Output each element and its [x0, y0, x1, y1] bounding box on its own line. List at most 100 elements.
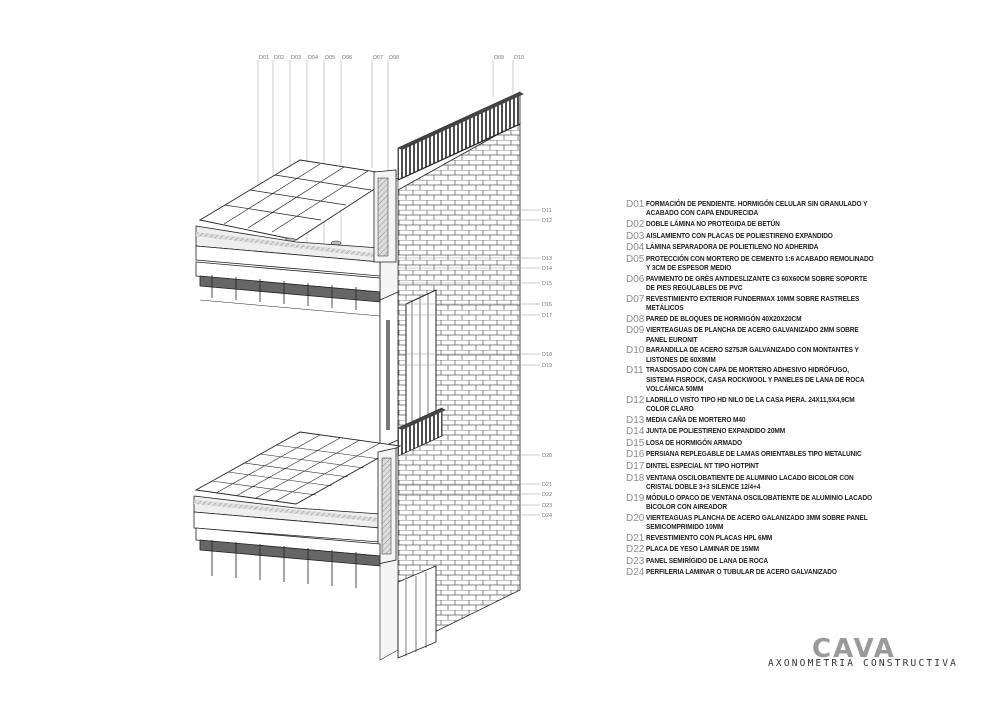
- legend-text: DINTEL ESPECIAL NT TIPO HOTPINT: [646, 461, 759, 470]
- lower-terrace: [193, 431, 402, 565]
- label-d20: D20: [542, 453, 552, 459]
- label-d21: D21: [542, 482, 552, 488]
- label-d04: D04: [308, 55, 318, 61]
- top-label-group: D01 D02 D03 D04 D05 D06 D07 D08 D09 D10: [259, 55, 524, 61]
- legend-code: D01: [626, 199, 645, 210]
- legend-code: D09: [626, 325, 645, 337]
- label-d24: D24: [542, 513, 552, 519]
- legend-code: D19: [626, 492, 645, 504]
- legend-text: PLACA DE YESO LAMINAR DE 15mm: [646, 545, 760, 554]
- label-d06: D06: [342, 55, 352, 61]
- legend-code: D06: [626, 273, 645, 285]
- label-d15: D15: [542, 281, 552, 287]
- label-d01: D01: [259, 55, 269, 61]
- label-d12: D12: [542, 218, 552, 224]
- legend-text: LÁMINA SEPARADORA DE POLIETILENO NO ADHE…: [646, 243, 819, 252]
- legend-text: JUNTA DE POLIESTIRENO EXPANDIDO 20mm: [646, 427, 786, 436]
- label-d03: D03: [291, 55, 301, 61]
- legend-code: D10: [626, 345, 645, 357]
- legend-text: PAVIMENTO DE GRÈS ANTIDESLIZANTE C3 60x6…: [646, 274, 868, 292]
- legend-code: D07: [626, 293, 645, 305]
- legend-code: D05: [626, 253, 645, 265]
- drawing-subtitle: AXONOMETRIA CONSTRUCTIVA: [768, 658, 959, 669]
- legend-text: PERSIANA REPLEGABLE DE LAMAS ORIENTABLES…: [646, 450, 862, 459]
- legend-code: D22: [626, 544, 645, 556]
- legend-code: D04: [626, 242, 645, 254]
- legend-text: VIERTEAGUAS PLANCHA DE ACERO GALANIZADO …: [646, 513, 868, 531]
- legend-text: VIERTEAGUAS DE PLANCHA DE ACERO GALVANIZ…: [646, 326, 859, 344]
- legend-code: D14: [626, 426, 645, 438]
- legend-code: D20: [626, 512, 645, 524]
- top-terrace: [195, 159, 398, 277]
- label-d14: D14: [542, 266, 552, 272]
- legend-code: D11: [626, 365, 644, 377]
- legend-text: DOBLE LÁMINA NO PROTEGIDA DE BETÚN: [646, 220, 780, 228]
- legend-code: D17: [626, 460, 645, 472]
- label-d05: D05: [325, 55, 335, 61]
- window-zone: [379, 289, 437, 449]
- brand-logo: CAVA: [812, 634, 896, 664]
- legend-code: D13: [626, 414, 645, 426]
- legend-text: PARED DE BLOQUES DE HORMIGÓN 40x20x20cm: [646, 314, 802, 323]
- legend-code: D08: [626, 313, 645, 325]
- top-ceiling-structure: [195, 261, 381, 317]
- legend-text: PERFILERIA LAMINAR O TUBULAR DE ACERO GA…: [646, 568, 837, 577]
- legend-code: D18: [626, 472, 645, 484]
- legend-text: MEDIA CAÑA DE MORTERO M40: [646, 415, 746, 424]
- legend-text: VENTANA OSCILOBATIENTE DE ALUMINIO LACAD…: [646, 473, 854, 491]
- legend-code: D15: [626, 437, 645, 449]
- legend-text: FORMACIÓN DE PENDIENTE. HORMIGÓN CELULAR…: [646, 200, 868, 218]
- side-leader-lines: [398, 209, 540, 516]
- label-d09: D09: [494, 55, 504, 61]
- legend-code: D21: [626, 532, 645, 544]
- label-d17: D17: [542, 313, 552, 319]
- legend-text: AISLAMIENTO CON PLACAS DE POLIESTIRENO E…: [646, 231, 833, 240]
- label-d18: D18: [542, 352, 552, 358]
- top-railing: [397, 91, 524, 181]
- lower-ceiling-structure: [195, 527, 381, 588]
- legend-code: D24: [626, 567, 645, 579]
- legend-text: PANEL SEMIRÍGIDO DE LANA DE ROCA: [646, 556, 769, 565]
- legend-code: D23: [626, 555, 645, 567]
- label-d23: D23: [542, 503, 552, 509]
- label-d11: D11: [542, 208, 552, 214]
- legend-code: D16: [626, 449, 645, 461]
- legend-text: TRASDOSADO CON CAPA DE MORTERO ADHESIVO …: [646, 366, 865, 393]
- label-d22: D22: [542, 492, 552, 498]
- label-d10: D10: [514, 55, 524, 61]
- label-d13: D13: [542, 256, 552, 262]
- legend-text: PROTECCIÓN CON MORTERO DE CEMENTO 1:6 AC…: [646, 254, 874, 272]
- label-d19: D19: [542, 363, 552, 369]
- legend-text: MÓDULO OPACO DE VENTANA OSCILOBATIENTE D…: [646, 493, 872, 511]
- label-d08: D08: [389, 55, 399, 61]
- legend-text: LADRILLO VISTO TIPO HD NILO DE LA CASA P…: [646, 395, 855, 413]
- lower-window-zone: [397, 565, 437, 659]
- legend-text: LOSA DE HORMIGÓN ARMADO: [646, 438, 743, 447]
- label-d07: D07: [373, 55, 383, 61]
- legend-code: D02: [626, 219, 645, 230]
- legend-text: REVESTIMIENTO CON PLACAS HPL 6mm: [646, 533, 773, 542]
